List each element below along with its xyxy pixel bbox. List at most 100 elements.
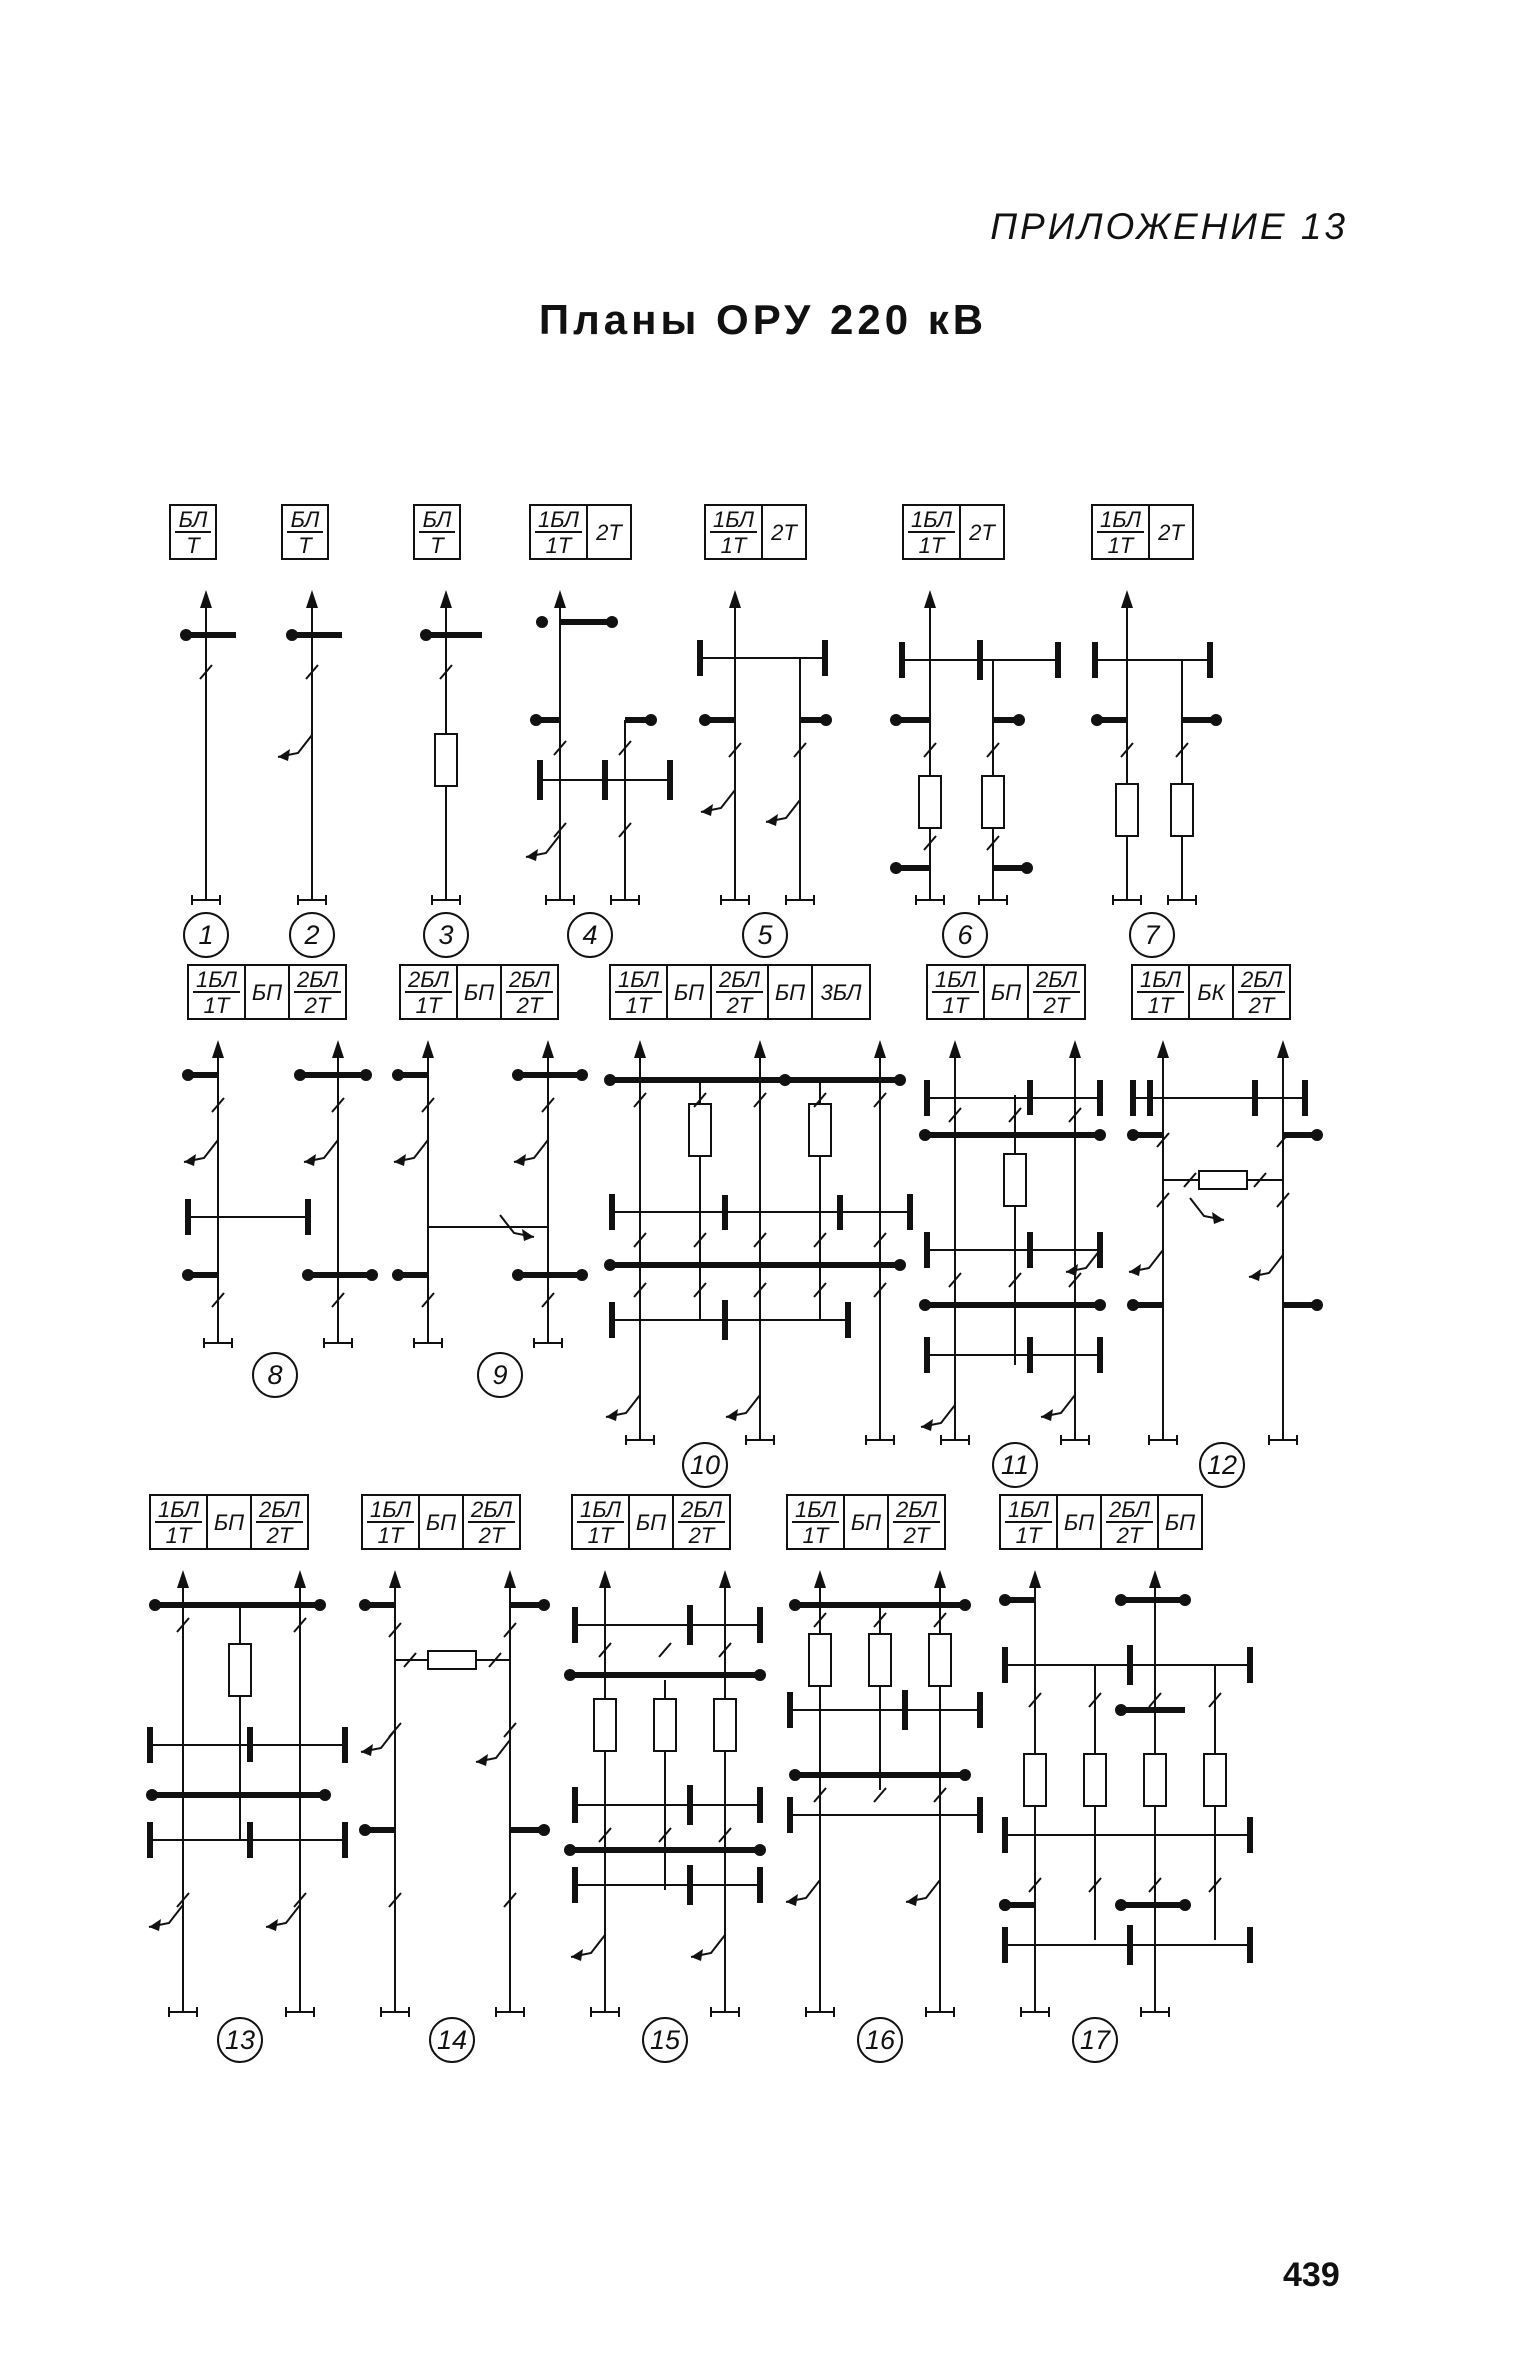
label-bottom: 1Т bbox=[1148, 993, 1175, 1018]
label-text: БП bbox=[1064, 1510, 1094, 1535]
arrow-up-icon bbox=[504, 1570, 516, 1588]
disconnector-tick bbox=[541, 1292, 555, 1308]
arrow-up-icon bbox=[177, 1570, 189, 1588]
resistor-icon bbox=[808, 1103, 832, 1157]
arrow-up-icon bbox=[1157, 1040, 1169, 1058]
disconnector-tick bbox=[728, 742, 742, 758]
label-bottom: 1Т bbox=[721, 533, 748, 558]
label-bottom: 1Т bbox=[1108, 533, 1135, 558]
resistor-icon bbox=[1115, 783, 1139, 837]
label-top: 2БЛ bbox=[1108, 1497, 1151, 1522]
breaker-ball-icon bbox=[286, 629, 298, 641]
disconnector-tick bbox=[753, 1282, 767, 1298]
label-cell bbox=[761, 504, 807, 560]
breaker-ball-icon bbox=[538, 1599, 550, 1611]
disconnector-tick bbox=[933, 1787, 947, 1803]
arrow-up-icon bbox=[1277, 1040, 1289, 1058]
label-bottom: 2Т bbox=[903, 1523, 931, 1548]
breaker-ball-icon bbox=[1115, 1899, 1127, 1911]
breaker-ball-icon bbox=[894, 1259, 906, 1271]
breaker-ball-icon bbox=[789, 1769, 801, 1781]
disconnector-tick bbox=[693, 1232, 707, 1248]
resistor-icon bbox=[713, 1698, 737, 1752]
scheme-number: 3 bbox=[438, 920, 453, 950]
disconnector-tick bbox=[388, 1622, 402, 1638]
disconnector-tick bbox=[1068, 1107, 1082, 1123]
label-bottom: 1Т bbox=[919, 533, 946, 558]
breaker-ball-icon bbox=[1091, 714, 1103, 726]
arrow-icon bbox=[304, 1154, 316, 1166]
scheme-number-circle bbox=[252, 1352, 298, 1398]
disconnector-tick bbox=[693, 1092, 707, 1108]
disconnector-tick bbox=[293, 1892, 307, 1908]
label-bottom: 1Т bbox=[204, 993, 231, 1018]
breaker-ball-icon bbox=[789, 1599, 801, 1611]
label-text: 3БЛ bbox=[821, 980, 863, 1005]
arrow-icon bbox=[766, 814, 778, 826]
label-top: 2БЛ bbox=[470, 1497, 513, 1522]
label-bottom: 1Т bbox=[166, 1523, 193, 1548]
breaker-ball-icon bbox=[645, 714, 657, 726]
label-text: БП bbox=[214, 1510, 244, 1535]
breaker-ball-icon bbox=[294, 1069, 306, 1081]
disconnector-tick bbox=[923, 835, 937, 851]
disconnector-tick bbox=[388, 1892, 402, 1908]
scheme-number: 11 bbox=[1001, 1450, 1029, 1480]
breaker-ball-icon bbox=[1013, 714, 1025, 726]
breaker-ball-icon bbox=[576, 1269, 588, 1281]
disconnector-tick bbox=[488, 1652, 502, 1668]
arrow-up-icon bbox=[634, 1040, 646, 1058]
disconnector-tick bbox=[331, 1292, 345, 1308]
label-bottom: 2Т bbox=[478, 1523, 506, 1548]
label-top: 1БЛ bbox=[370, 1497, 412, 1522]
scheme-number-circle bbox=[942, 912, 988, 958]
scheme-number-circle bbox=[642, 2017, 688, 2063]
resistor-icon bbox=[1003, 1153, 1027, 1207]
label-cell bbox=[244, 964, 290, 1020]
arrow-icon bbox=[266, 1919, 278, 1931]
label-text: 2Т bbox=[968, 520, 996, 545]
disconnector-tick bbox=[693, 1282, 707, 1298]
disconnector-tick bbox=[633, 1092, 647, 1108]
resistor-icon bbox=[918, 775, 942, 829]
disconnector-tick bbox=[948, 1272, 962, 1288]
arrow-icon bbox=[522, 1229, 534, 1241]
breaker-ball-icon bbox=[1115, 1704, 1127, 1716]
arrow-up-icon bbox=[934, 1570, 946, 1588]
label-bottom: 2Т bbox=[688, 1523, 716, 1548]
arrow-up-icon bbox=[874, 1040, 886, 1058]
label-text: БК bbox=[1197, 980, 1225, 1005]
breaker-ball-icon bbox=[538, 1824, 550, 1836]
disconnector-tick bbox=[421, 1097, 435, 1113]
label-bottom: 2Т bbox=[304, 993, 332, 1018]
disconnector-tick bbox=[1028, 1877, 1042, 1893]
resistor-icon bbox=[868, 1633, 892, 1687]
disconnector-tick bbox=[633, 1282, 647, 1298]
label-top: 1БЛ bbox=[196, 967, 238, 992]
breaker-ball-icon bbox=[146, 1789, 158, 1801]
disconnector-tick bbox=[658, 1827, 672, 1843]
disconnector-tick bbox=[176, 1617, 190, 1633]
scheme-number-circle bbox=[1199, 1442, 1245, 1488]
label-top: 1БЛ bbox=[618, 967, 660, 992]
label-cell bbox=[1056, 1494, 1102, 1550]
disconnector-tick bbox=[199, 664, 213, 680]
label-text: БП bbox=[991, 980, 1021, 1005]
arrow-up-icon bbox=[389, 1570, 401, 1588]
disconnector-tick bbox=[1253, 1172, 1267, 1188]
resistor-icon bbox=[228, 1643, 252, 1697]
disconnector-tick bbox=[503, 1722, 517, 1738]
breaker-ball-icon bbox=[1021, 862, 1033, 874]
label-top: БЛ bbox=[423, 507, 453, 532]
breaker-ball-icon bbox=[754, 1844, 766, 1856]
disconnector-tick bbox=[598, 1642, 612, 1658]
resistor-icon bbox=[688, 1103, 712, 1157]
breaker-ball-icon bbox=[180, 629, 192, 641]
label-bottom: Т bbox=[430, 533, 445, 558]
disconnector-tick bbox=[439, 664, 453, 680]
